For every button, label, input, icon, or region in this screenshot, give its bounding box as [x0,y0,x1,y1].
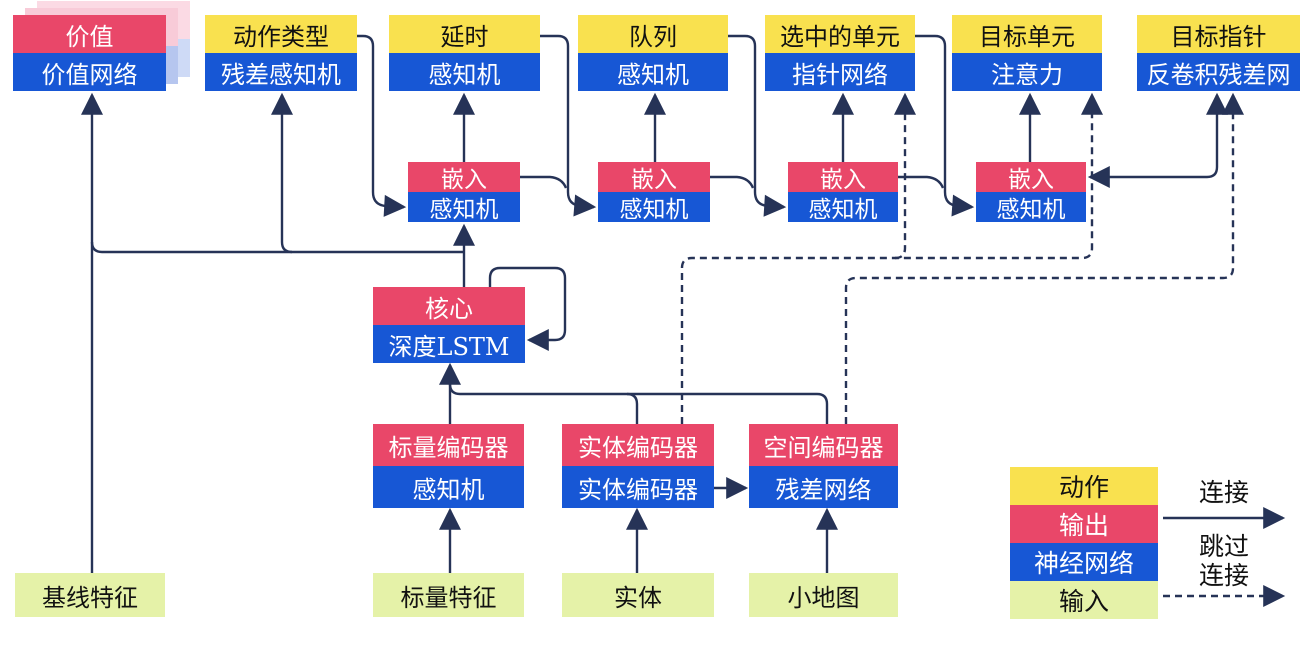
node-spatial-encoder-output: 空间编码器 [749,424,898,466]
node-selected-units-action: 选中的单元 [765,15,915,53]
node-value: 价值 价值网络 [13,15,166,91]
node-core: 核心 深度LSTM [373,287,525,363]
node-scalar-encoder: 标量编码器 感知机 [373,424,524,508]
wire-entity-join-bus [626,392,639,424]
node-selected-units: 选中的单元 指针网络 [765,15,915,91]
node-embed-4: 嵌入 感知机 [976,162,1086,223]
wire-actiontype-to-embed1 [357,34,407,217]
node-target-pointer: 目标指针 反卷积残差网 [1137,15,1300,91]
node-embed-3-output: 嵌入 [788,162,898,193]
node-entity-encoder: 实体编码器 实体编码器 [562,424,714,508]
node-embed-1: 嵌入 感知机 [408,162,520,223]
node-selected-units-network: 指针网络 [765,53,915,91]
node-embed-4-output: 嵌入 [976,162,1086,193]
node-delay-action: 延时 [389,15,540,53]
input-entities: 实体 [562,573,714,617]
node-value-network: 价值网络 [13,53,166,91]
node-embed-2-output: 嵌入 [598,162,710,193]
node-queue-action: 队列 [578,15,728,53]
node-embed-1-output: 嵌入 [408,162,520,193]
node-queue: 队列 感知机 [578,15,728,91]
legend-skip-label-line2: 连接 [1198,561,1249,590]
legend-swatches: 动作 输出 神经网络 输入 [1010,467,1158,619]
node-scalar-encoder-output: 标量编码器 [373,424,524,466]
legend-network: 神经网络 [1010,543,1158,581]
node-core-output: 核心 [373,287,525,325]
input-scalar-features: 标量特征 [373,573,524,617]
input-minimap: 小地图 [749,573,898,617]
node-embed-3-network: 感知机 [788,192,898,223]
legend-connection-label: 连接 [1198,478,1249,507]
node-embed-4-network: 感知机 [976,192,1086,223]
node-target-unit: 目标单元 注意力 [952,15,1102,91]
node-spatial-encoder: 空间编码器 残差网络 [749,424,898,508]
skip-spatial-bus [844,92,1244,424]
wire-embed3-out [898,175,945,189]
input-baseline-features: 基线特征 [15,573,165,617]
node-spatial-encoder-network: 残差网络 [749,466,898,508]
node-target-pointer-action: 目标指针 [1137,15,1300,53]
legend-output: 输出 [1010,505,1158,543]
wire-spatial-bus [448,383,829,424]
node-entity-encoder-output: 实体编码器 [562,424,714,466]
node-target-unit-network: 注意力 [952,53,1102,91]
legend-skip-label-line1: 跳过 [1198,532,1249,561]
wire-core-self-loop [488,266,567,351]
node-action-type-action: 动作类型 [205,15,357,53]
wire-selected-to-embed4 [915,34,975,217]
node-delay: 延时 感知机 [389,15,540,91]
skip-entity-to-selected [894,92,916,260]
node-embed-2-network: 感知机 [598,192,710,223]
wire-queue-to-embed3 [728,34,787,217]
node-value-output: 价值 [13,15,166,53]
wire-core-left-bus [90,241,464,254]
node-embed-1-network: 感知机 [408,192,520,223]
wire-bus-to-action-type [271,92,293,254]
node-target-pointer-network: 反卷积残差网 [1137,53,1300,91]
legend-action: 动作 [1010,467,1158,505]
wire-delay-to-embed2 [540,34,597,217]
node-action-type-network: 残差感知机 [205,53,357,91]
node-delay-network: 感知机 [389,53,540,91]
node-core-network: 深度LSTM [373,325,525,363]
wire-embed1-out [520,175,568,189]
node-embed-3: 嵌入 感知机 [788,162,898,223]
legend-input: 输入 [1010,581,1158,619]
node-embed-2: 嵌入 感知机 [598,162,710,223]
node-entity-encoder-network: 实体编码器 [562,466,714,508]
node-action-type: 动作类型 残差感知机 [205,15,357,91]
wire-embed2-out [710,175,755,189]
node-scalar-encoder-network: 感知机 [373,466,524,508]
skip-entity-bus [680,92,1103,424]
wire-embed4-targetpointer [1087,92,1228,188]
node-target-unit-action: 目标单元 [952,15,1102,53]
node-queue-network: 感知机 [578,53,728,91]
